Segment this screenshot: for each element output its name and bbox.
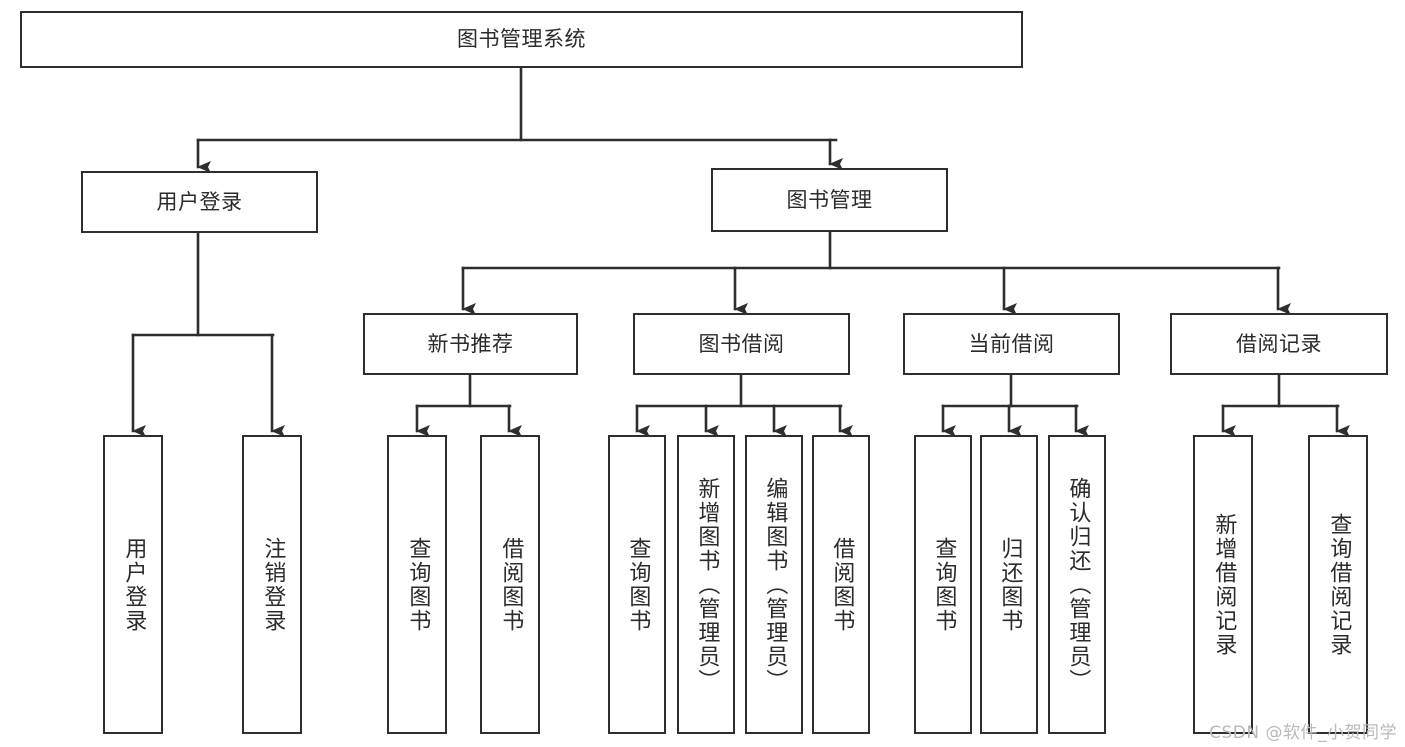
node-leaf-borrow-book-label: 借阅图书 [829, 536, 855, 633]
node-leaf-add-borrow-record[interactable]: 新增借阅记录 [1193, 435, 1253, 734]
node-leaf-add-borrow-record-label: 新增借阅记录 [1211, 512, 1237, 657]
node-root-label: 图书管理系统 [457, 27, 586, 52]
watermark: CSDN @软件_小贺同学 [1209, 723, 1397, 743]
node-leaf-confirm-return-admin-label: 确认归还（管理员） [1065, 476, 1091, 693]
node-book-borrow[interactable]: 图书借阅 [633, 313, 850, 375]
node-leaf-edit-book-admin-label: 编辑图书（管理员） [762, 476, 788, 693]
node-leaf-user-login-label: 用户登录 [121, 536, 147, 633]
node-leaf-query-book-borrow-label: 查询图书 [625, 536, 651, 633]
node-leaf-query-book-current[interactable]: 查询图书 [914, 435, 972, 734]
node-root[interactable]: 图书管理系统 [20, 11, 1023, 68]
node-user-login[interactable]: 用户登录 [81, 171, 318, 233]
node-leaf-return-book[interactable]: 归还图书 [980, 435, 1038, 734]
node-current-borrow[interactable]: 当前借阅 [903, 313, 1120, 375]
node-leaf-query-borrow-record[interactable]: 查询借阅记录 [1308, 435, 1368, 734]
node-leaf-add-book-admin-label: 新增图书（管理员） [694, 476, 720, 693]
node-leaf-query-borrow-record-label: 查询借阅记录 [1326, 512, 1352, 657]
node-leaf-confirm-return-admin[interactable]: 确认归还（管理员） [1048, 435, 1106, 734]
node-user-login-label: 用户登录 [156, 189, 243, 214]
node-current-borrow-label: 当前借阅 [968, 331, 1055, 356]
node-leaf-query-book-newbook-label: 查询图书 [405, 536, 431, 633]
node-borrow-record[interactable]: 借阅记录 [1170, 313, 1388, 375]
node-book-management-label: 图书管理 [786, 187, 873, 212]
node-leaf-add-book-admin[interactable]: 新增图书（管理员） [677, 435, 735, 734]
node-new-book-recommend[interactable]: 新书推荐 [363, 313, 578, 375]
node-book-borrow-label: 图书借阅 [698, 331, 785, 356]
node-leaf-query-book-newbook[interactable]: 查询图书 [387, 435, 447, 734]
node-leaf-user-login[interactable]: 用户登录 [103, 435, 163, 734]
node-leaf-borrow-book[interactable]: 借阅图书 [812, 435, 870, 734]
node-borrow-record-label: 借阅记录 [1236, 331, 1322, 356]
node-leaf-edit-book-admin[interactable]: 编辑图书（管理员） [745, 435, 803, 734]
node-leaf-logout[interactable]: 注销登录 [242, 435, 302, 734]
node-book-management[interactable]: 图书管理 [711, 168, 948, 232]
node-leaf-borrow-book-newbook-label: 借阅图书 [498, 536, 524, 633]
node-new-book-recommend-label: 新书推荐 [427, 331, 514, 356]
node-leaf-logout-label: 注销登录 [260, 536, 286, 633]
node-leaf-query-book-current-label: 查询图书 [931, 536, 957, 633]
node-leaf-return-book-label: 归还图书 [997, 536, 1023, 633]
node-leaf-query-book-borrow[interactable]: 查询图书 [608, 435, 666, 734]
node-leaf-borrow-book-newbook[interactable]: 借阅图书 [480, 435, 540, 734]
